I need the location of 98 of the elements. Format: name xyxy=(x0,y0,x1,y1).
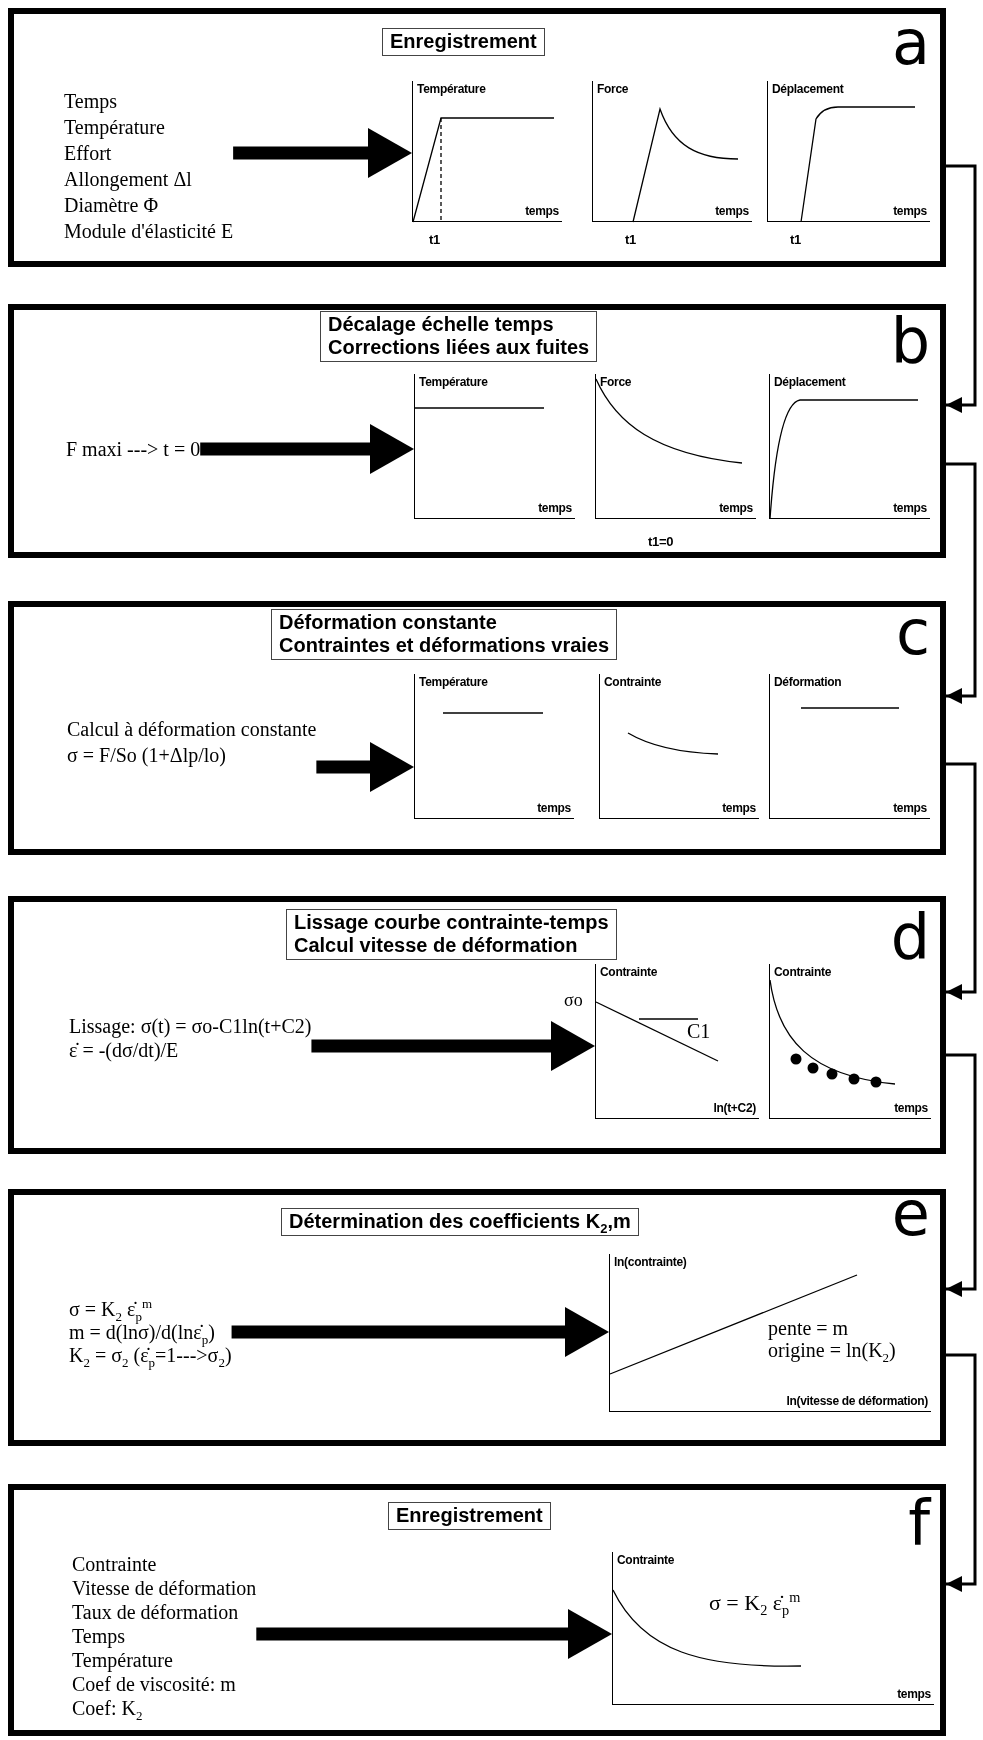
parameter-name: Module d'élasticité E xyxy=(64,219,234,244)
axis-label: temps xyxy=(894,1102,928,1114)
panel-letter: e xyxy=(891,1183,930,1245)
step-panel xyxy=(8,601,946,855)
block-arrow xyxy=(256,1609,612,1659)
axis-label: ln(vitesse de déformation) xyxy=(786,1395,928,1407)
panel-letter: a xyxy=(892,12,930,74)
axis-label: Déplacement xyxy=(774,376,846,388)
axis-label: temps xyxy=(719,502,753,514)
panel-letter: c xyxy=(895,602,930,664)
title-frame xyxy=(388,1502,551,1530)
parameter-name: Coef de viscosité: m xyxy=(72,1672,236,1696)
axis-label: Contrainte xyxy=(600,966,657,978)
title-frame xyxy=(286,909,617,960)
connector-arrow xyxy=(946,462,977,704)
formula-text: F maxi ---> t = 0 xyxy=(66,437,201,462)
step-panel xyxy=(8,1189,946,1446)
parameter-name: Allongement Δl xyxy=(64,167,192,192)
parameter-name: Contrainte xyxy=(72,1552,157,1576)
line-chart xyxy=(599,674,759,819)
axis-label: temps xyxy=(893,205,927,217)
parameter-name: Température xyxy=(64,115,165,140)
axis-label: temps xyxy=(525,205,559,217)
axis-label: temps xyxy=(897,1688,931,1700)
line-chart xyxy=(612,1552,934,1705)
line-chart xyxy=(769,964,931,1119)
panel-letter: b xyxy=(890,310,930,372)
step-panel xyxy=(8,1484,946,1736)
line-chart xyxy=(769,374,930,519)
block-arrow xyxy=(233,128,412,178)
line-chart xyxy=(769,674,930,819)
axis-label: Déformation xyxy=(774,676,842,688)
heading-text: Contraintes et déformations vraies xyxy=(279,634,610,657)
time-label: t1=0 xyxy=(648,535,674,548)
line-chart xyxy=(414,674,574,819)
line-chart xyxy=(609,1254,931,1412)
formula: origine = ln(K$_{2}$) xyxy=(768,1340,896,1360)
formula: pente = m xyxy=(768,1318,849,1338)
parameter-name: Temps xyxy=(64,89,118,114)
heading-text: Corrections liées aux fuites xyxy=(328,336,590,359)
axis-label: temps xyxy=(538,502,572,514)
block-arrow xyxy=(316,742,414,792)
axis-label: temps xyxy=(722,802,756,814)
formula-text: ε̇ = -(dσ/dt)/E xyxy=(69,1038,179,1062)
parameter-name: Vitesse de déformation xyxy=(72,1576,257,1600)
axis-label: temps xyxy=(715,205,749,217)
heading-text: Déformation constante xyxy=(279,611,497,634)
heading-text: Détermination des coefficients K$_{2}$,m xyxy=(289,1210,631,1233)
axis-label: ln(t+C2) xyxy=(713,1102,756,1114)
axis-label: Force xyxy=(600,376,632,388)
axis-label: ln(contrainte) xyxy=(614,1256,687,1268)
axis-label: temps xyxy=(537,802,571,814)
axis-label: Force xyxy=(597,83,629,95)
block-arrow xyxy=(231,1307,609,1357)
axis-label: Contrainte xyxy=(774,966,831,978)
axis-label: Contrainte xyxy=(604,676,661,688)
value-label: σo xyxy=(564,991,583,1009)
parameter-name: Coef: K$_{2}$ xyxy=(72,1696,143,1720)
formula-text: σ = F/So (1+Δlp/lo) xyxy=(67,743,226,768)
connector-arrow xyxy=(946,164,977,413)
formula-text: Calcul à déformation constante xyxy=(67,717,317,742)
connector-arrow xyxy=(946,762,977,1000)
panel-letter: d xyxy=(890,906,930,968)
step-panel xyxy=(8,896,946,1154)
axis-label: Déplacement xyxy=(772,83,844,95)
line-chart xyxy=(414,374,575,519)
block-arrow xyxy=(311,1021,595,1071)
block-arrow xyxy=(200,424,414,474)
axis-label: temps xyxy=(893,802,927,814)
axis-label: Température xyxy=(417,83,486,95)
axis-label: Température xyxy=(419,376,488,388)
parameter-name: Effort xyxy=(64,141,112,166)
connector-arrow xyxy=(946,1353,977,1592)
axis-label: Température xyxy=(419,676,488,688)
parameter-name: Diamètre Φ xyxy=(64,193,159,218)
parameter-name: Température xyxy=(72,1648,173,1672)
connector-arrow xyxy=(946,1053,977,1297)
heading-text: Lissage courbe contrainte-temps xyxy=(294,911,609,934)
title-frame xyxy=(320,311,598,362)
slope-label: C1 xyxy=(687,1021,711,1041)
title-frame xyxy=(271,609,618,660)
heading-text: Enregistrement xyxy=(396,1504,543,1527)
time-label: t1 xyxy=(429,233,440,246)
heading-text: Décalage échelle temps xyxy=(328,313,554,336)
parameter-name: Temps xyxy=(72,1624,126,1648)
axis-label: Contrainte xyxy=(617,1554,674,1566)
parameter-name: Taux de déformation xyxy=(72,1600,239,1624)
title-frame xyxy=(281,1208,639,1236)
heading-text: Calcul vitesse de déformation xyxy=(294,934,578,957)
heading-text: Enregistrement xyxy=(390,30,537,53)
panel-letter: f xyxy=(908,1492,930,1554)
time-label: t1 xyxy=(625,233,636,246)
step-panel xyxy=(8,304,946,558)
step-panel xyxy=(8,8,946,267)
axis-label: temps xyxy=(893,502,927,514)
formula-text: Lissage: σ(t) = σo-C1ln(t+C2) xyxy=(69,1014,312,1038)
time-label: t1 xyxy=(790,233,801,246)
title-frame xyxy=(382,28,545,56)
